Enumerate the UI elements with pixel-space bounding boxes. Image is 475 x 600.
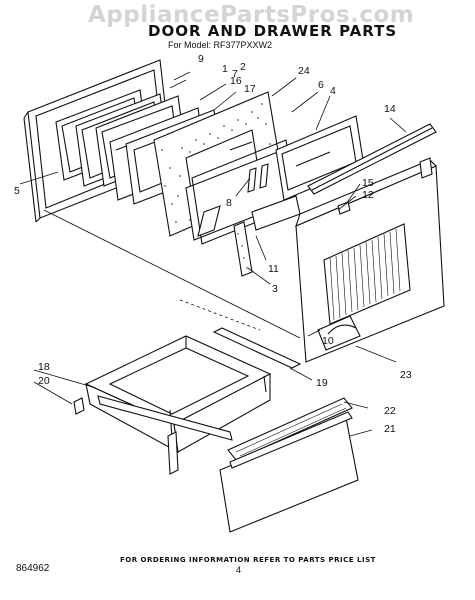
callout-15: 15 [362,177,374,189]
page-title: DOOR AND DRAWER PARTS [148,22,398,40]
model-label: For Model: RF377PXXW2 [168,40,273,50]
callout-17: 17 [244,83,256,95]
callout-23: 23 [400,369,412,381]
watermark-text: AppliancePartsPros.com [88,2,415,28]
callout-14: 14 [384,103,396,115]
callout-16: 16 [230,75,242,87]
callout-7: 7 [232,68,238,80]
alignment-lines [43,209,301,339]
callout-24: 24 [298,65,310,77]
callout-10: 10 [322,335,334,347]
callout-4: 4 [330,85,336,97]
storage-drawer-pan [73,335,272,475]
callout-11: 11 [268,263,279,275]
callout-19: 19 [316,377,328,389]
document-number: 864962 [16,563,50,574]
callout-9: 9 [198,53,204,65]
callout-2: 2 [240,61,246,73]
drawer-front-panel [219,397,359,533]
outer-door-panel [295,157,445,363]
door-gasket-strip [233,221,253,277]
page-number: 4 [236,565,242,575]
callout-1: 1 [222,63,228,75]
callout-3: 3 [272,283,278,295]
callout-leader-lines [19,71,407,437]
callout-21: 21 [384,423,396,435]
callout-22: 22 [384,405,396,417]
drawer-glide-rail [212,327,302,369]
callout-18: 18 [38,361,50,373]
ordering-note: FOR ORDERING INFORMATION REFER TO PARTS … [120,556,376,564]
door-handle-trim [307,123,437,195]
callout-5: 5 [14,185,20,197]
callout-labels: 9 1 7 16 17 24 6 4 14 5 15 12 8 11 3 10 … [14,53,412,435]
callout-6: 6 [318,79,324,91]
callout-12: 12 [362,189,374,201]
callout-20: 20 [38,375,50,387]
callout-8: 8 [226,197,232,209]
